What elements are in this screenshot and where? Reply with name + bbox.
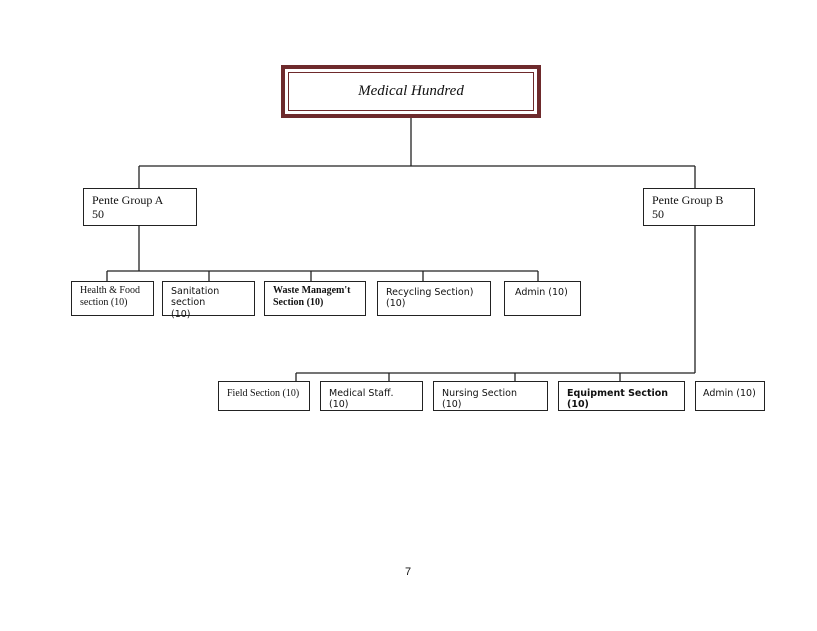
section-nursing: Nursing Section (10) — [433, 381, 548, 411]
section-field: Field Section (10) — [218, 381, 310, 411]
section-waste-management: Waste Managem't Section (10) — [264, 281, 366, 316]
group-b-node: Pente Group B 50 — [643, 188, 755, 226]
group-b-count: 50 — [652, 207, 664, 222]
section-equipment: Equipment Section (10) — [558, 381, 685, 411]
page-number: 7 — [404, 566, 412, 578]
section-medical-staff: Medical Staff. (10) — [320, 381, 423, 411]
section-sanitation-line2: (10) — [171, 308, 191, 320]
section-recycling-line2: (10) — [386, 298, 406, 310]
section-admin-b-label: Admin (10) — [703, 388, 756, 399]
root-label: Medical Hundred — [288, 72, 534, 111]
section-medical-staff-label: Medical Staff. (10) — [329, 388, 394, 411]
section-health-food-line2: section (10) — [80, 297, 128, 308]
section-waste-line2: Section (10) — [273, 297, 324, 308]
section-health-food-line1: Health & Food — [80, 285, 140, 296]
group-a-node: Pente Group A 50 — [83, 188, 197, 226]
section-admin-a-label: Admin (10) — [515, 287, 568, 298]
group-b-name: Pente Group B — [652, 193, 724, 207]
group-a-name: Pente Group A — [92, 193, 164, 207]
section-sanitation: Sanitation section (10) — [162, 281, 255, 320]
section-recycling: Recycling Section) (10) — [377, 281, 491, 316]
section-admin-a: Admin (10) — [504, 281, 581, 316]
section-recycling-line1: Recycling Section) — [386, 287, 474, 298]
section-field-label: Field Section (10) — [227, 388, 300, 399]
section-health-food: Health & Food section (10) — [71, 281, 154, 316]
section-admin-b: Admin (10) — [695, 381, 765, 411]
section-nursing-label: Nursing Section (10) — [442, 388, 517, 411]
section-sanitation-line1: Sanitation section — [171, 286, 220, 309]
root-node: Medical Hundred — [281, 65, 541, 118]
group-a-count: 50 — [92, 207, 104, 222]
section-equipment-label: Equipment Section (10) — [567, 388, 669, 411]
section-waste-line1: Waste Managem't — [273, 285, 351, 296]
